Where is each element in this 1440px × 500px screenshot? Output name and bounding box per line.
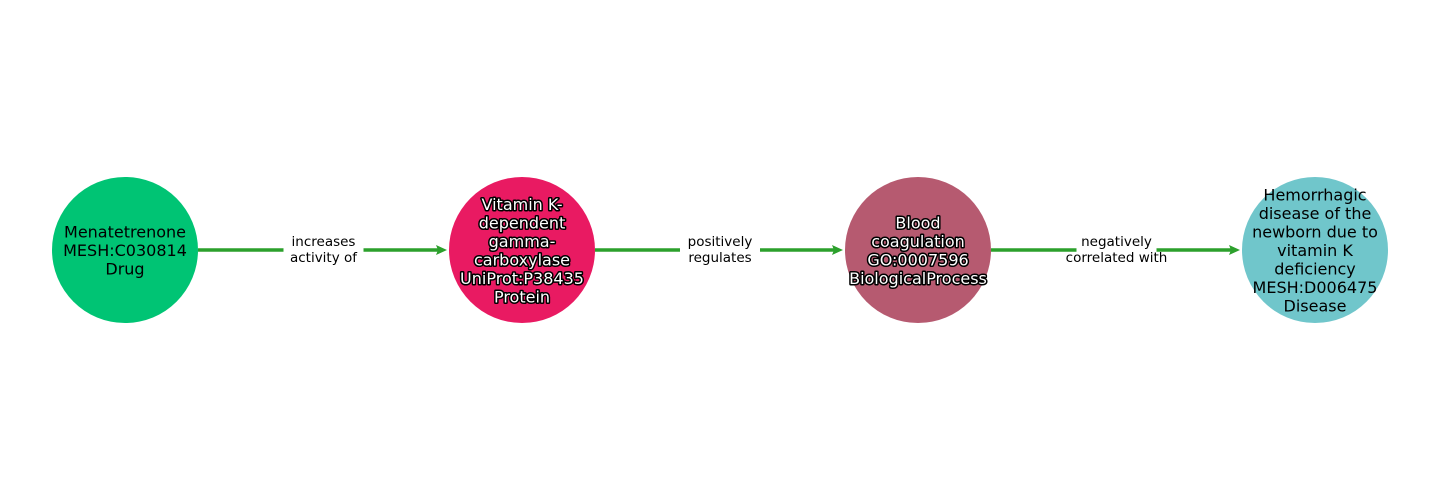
node-label: vitamin K (1277, 241, 1353, 260)
arrowhead-icon (1229, 245, 1240, 255)
node-label: Menatetrenone (64, 223, 186, 242)
node-label: gamma- (489, 232, 556, 251)
node-label: deficiency (1274, 260, 1356, 279)
edge-label: activity of (290, 250, 358, 266)
edge-label: increases (292, 234, 356, 250)
edge-label-bg (283, 232, 364, 268)
edge-label-bg (1076, 232, 1157, 268)
node-1[interactable]: Vitamin K-dependentgamma-carboxylaseUniP… (449, 177, 595, 323)
arrowhead-icon (436, 245, 447, 255)
node-label: MESH:C030814 (63, 241, 187, 260)
node-circle[interactable] (1242, 177, 1388, 323)
node-circle[interactable] (845, 177, 991, 323)
node-label: Hemorrhagic (1263, 186, 1366, 205)
node-label: Disease (1284, 297, 1347, 316)
node-label: Protein (494, 287, 550, 306)
node-2[interactable]: BloodcoagulationGO:0007596BiologicalProc… (845, 177, 991, 323)
node-label: UniProt:P38435 (460, 269, 584, 288)
edge-label: negatively (1081, 234, 1152, 250)
node-label: BiologicalProcess (849, 269, 987, 288)
node-label: coagulation (871, 232, 965, 251)
edge-label: positively (688, 234, 753, 250)
node-circle[interactable] (52, 177, 198, 323)
node-label: Blood (895, 213, 940, 232)
node-label: GO:0007596 (867, 250, 968, 269)
node-label: dependent (479, 213, 566, 232)
edge-label: correlated with (1066, 250, 1168, 266)
node-circle[interactable] (449, 177, 595, 323)
node-label: newborn due to (1252, 223, 1378, 242)
arrowhead-icon (832, 245, 843, 255)
node-label: disease of the (1259, 204, 1372, 223)
node-label: MESH:D006475 (1253, 278, 1378, 297)
edge-label: regulates (688, 250, 751, 266)
node-label: Vitamin K- (482, 195, 563, 214)
edge-label-bg (680, 232, 760, 268)
node-label: Drug (105, 260, 144, 279)
node-label: carboxylase (474, 250, 570, 269)
